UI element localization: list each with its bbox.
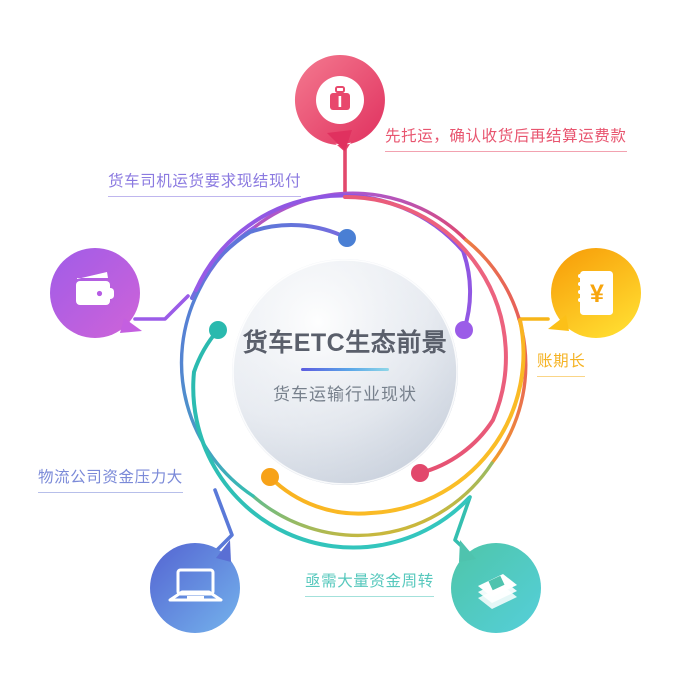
ring-segment-pink-yellow	[464, 238, 528, 465]
node-pin-bottom-right[interactable]	[451, 540, 541, 633]
label-bottom-left[interactable]: 物流公司资金压力大	[38, 468, 183, 497]
label-right[interactable]: 账期长	[537, 352, 586, 381]
label-top-underline	[385, 150, 627, 152]
laptop-icon	[168, 568, 223, 602]
label-top-text: 先托运，确认收货后再结算运费款	[385, 128, 627, 145]
ring-segment-teal-blue	[179, 290, 255, 498]
connector-lines	[133, 145, 550, 558]
label-bottom-right-text: 亟需大量资金周转	[305, 573, 434, 590]
ring-segment-purple-pink	[254, 191, 468, 242]
arc-orange	[268, 318, 526, 516]
connector-bottom-left	[213, 488, 234, 554]
arc-end-dots	[209, 229, 473, 486]
arc-dot-blue	[338, 229, 356, 247]
connector-left	[133, 294, 190, 321]
node-pin-right[interactable]: ¥	[548, 248, 641, 338]
node-pin-bottom-left[interactable]	[150, 540, 240, 633]
label-bottom-right-underline	[305, 595, 434, 597]
label-left-text: 货车司机运货要求现结现付	[108, 173, 302, 190]
inner-arcs	[190, 193, 526, 550]
arc-dot-orange	[261, 468, 279, 486]
wallet-icon	[76, 272, 114, 305]
ring-segment-yellow-teal	[251, 461, 494, 538]
node-pin-left[interactable]	[50, 248, 142, 338]
arc-dot-teal	[209, 321, 227, 339]
label-left[interactable]: 货车司机运货要求现结现付	[108, 172, 302, 201]
label-top[interactable]: 先托运，确认收货后再结算运费款	[385, 127, 627, 156]
arc-teal	[191, 328, 471, 550]
arc-dot-purple	[455, 321, 473, 339]
label-bottom-left-underline	[38, 491, 183, 493]
arc-pink	[343, 194, 508, 475]
center-sphere	[232, 259, 458, 485]
label-bottom-left-text: 物流公司资金压力大	[38, 469, 183, 486]
node-pin-top[interactable]	[294, 55, 385, 152]
label-bottom-right[interactable]: 亟需大量资金周转	[305, 572, 434, 601]
suitcase-icon	[330, 86, 350, 110]
label-right-text: 账期长	[537, 353, 586, 370]
invoice-yen-icon: ¥	[578, 271, 613, 315]
books-icon	[478, 574, 517, 609]
label-right-underline	[537, 375, 586, 377]
arc-dot-pink	[411, 464, 429, 482]
svg-text:¥: ¥	[590, 280, 604, 308]
label-left-underline	[108, 195, 302, 197]
